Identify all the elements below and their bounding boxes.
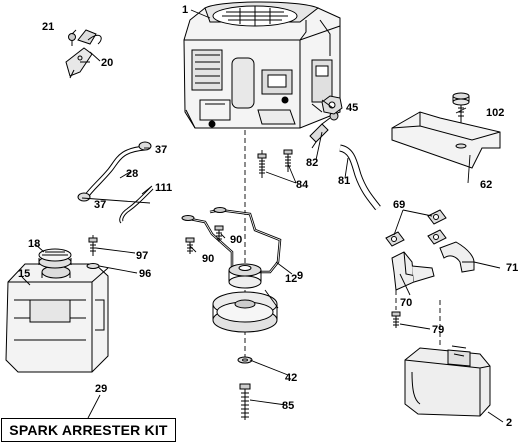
callout-71: 71 xyxy=(506,262,518,274)
callout-12: 12 xyxy=(285,273,297,285)
callout-42: 42 xyxy=(285,372,297,384)
tank-screw xyxy=(86,237,100,269)
bracket xyxy=(181,207,282,274)
heat-shield xyxy=(391,111,501,169)
callout-79: 79 xyxy=(432,324,444,336)
pulley-washer xyxy=(237,356,253,364)
callout-90-bottom: 90 xyxy=(202,253,214,265)
callout-21: 21 xyxy=(42,21,54,33)
exhaust-gaskets xyxy=(385,209,447,247)
callout-69: 69 xyxy=(393,199,405,211)
fuel-line xyxy=(77,141,154,224)
exhaust-bolt xyxy=(391,311,401,328)
callout-90-top: 90 xyxy=(230,234,242,246)
leader-lines xyxy=(21,9,504,423)
pulley-bolt xyxy=(239,383,251,420)
muffler xyxy=(404,345,491,417)
callout-9: 9 xyxy=(297,270,303,282)
callout-97: 97 xyxy=(136,250,148,262)
callout-45: 45 xyxy=(346,102,358,114)
callout-70: 70 xyxy=(400,297,412,309)
pulley xyxy=(212,263,278,333)
callout-28: 28 xyxy=(126,168,138,180)
callouts: 1 21 20 45 102 37 82 28 81 84 62 111 37 … xyxy=(18,4,518,429)
callout-85: 85 xyxy=(282,400,294,412)
exhaust-pipe-left xyxy=(391,251,435,291)
knob xyxy=(452,92,470,122)
callout-37-top: 37 xyxy=(155,144,167,156)
fitting xyxy=(309,111,339,149)
callout-102: 102 xyxy=(486,107,504,119)
callout-84: 84 xyxy=(296,179,309,191)
spark-arrester-kit-box: SPARK ARRESTER KIT xyxy=(1,418,176,442)
exhaust-pipe-right xyxy=(439,241,475,273)
callout-96: 96 xyxy=(139,268,151,280)
callout-1: 1 xyxy=(182,4,188,16)
engine xyxy=(183,1,341,129)
spark-arrester-kit-label: SPARK ARRESTER KIT xyxy=(9,422,168,438)
callout-2: 2 xyxy=(506,417,512,429)
callout-111: 111 xyxy=(155,182,172,194)
callout-82: 82 xyxy=(306,157,318,169)
breather-hose xyxy=(339,144,381,211)
callout-37-bottom: 37 xyxy=(94,199,106,211)
callout-62: 62 xyxy=(480,179,492,191)
callout-20: 20 xyxy=(101,57,113,69)
callout-29: 29 xyxy=(95,383,107,395)
callout-81: 81 xyxy=(338,175,350,187)
fuel-tank xyxy=(5,248,109,373)
engine-screws xyxy=(257,149,293,178)
throttle-control xyxy=(65,29,102,79)
callout-18: 18 xyxy=(28,238,40,250)
callout-15: 15 xyxy=(18,268,30,280)
bracket-screws xyxy=(185,225,224,254)
